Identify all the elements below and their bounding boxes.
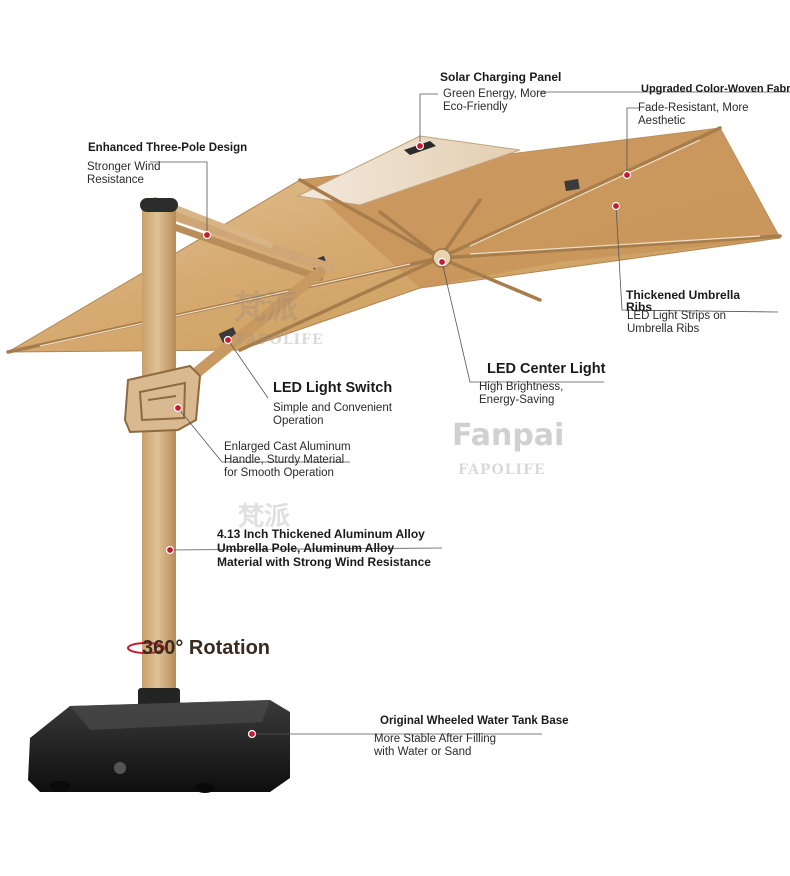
watermark-sub-top: FAPOLIFE: [236, 332, 324, 348]
solar-title: Solar Charging Panel: [440, 70, 562, 84]
solar-desc-2: Eco-Friendly: [443, 101, 508, 113]
base-desc-1: More Stable After Filling: [374, 733, 497, 745]
cast-handle: [123, 364, 202, 434]
pole-desc-1: 4.13 Inch Thickened Aluminum Alloy: [217, 527, 425, 541]
handle-desc-2: Handle, Sturdy Material: [224, 454, 345, 466]
umbrella-pole: [142, 205, 176, 700]
watermark-brand: Fanpai: [452, 418, 565, 453]
fabric-desc-1: Fade-Resistant, More: [638, 102, 749, 114]
watermark-cn-top: 梵派: [234, 288, 299, 326]
led-center-title: LED Center Light: [487, 361, 606, 377]
led-center-desc-1: High Brightness,: [479, 381, 564, 393]
watermark-cn-bottom: 梵派: [238, 502, 291, 532]
handle-desc-3: for Smooth Operation: [224, 467, 334, 479]
base-desc-2: with Water or Sand: [374, 746, 472, 758]
base-title: Original Wheeled Water Tank Base: [380, 715, 569, 727]
ribs-desc-1: LED Light Strips on: [627, 310, 727, 322]
fabric-desc-2: Aesthetic: [638, 115, 686, 127]
ribs-desc-2: Umbrella Ribs: [627, 323, 700, 335]
handle-desc-1: Enlarged Cast Aluminum: [224, 441, 351, 453]
three-pole-desc-1: Stronger Wind: [87, 161, 161, 173]
ribs-title-1: Thickened Umbrella: [626, 288, 741, 302]
leader-lines: [150, 91, 790, 735]
solar-desc-1: Green Energy, More: [443, 88, 547, 100]
pole-desc-2: Umbrella Pole, Aluminum Alloy: [217, 541, 395, 555]
led-center-desc-2: Energy-Saving: [479, 394, 555, 406]
three-pole-desc-2: Resistance: [87, 174, 144, 186]
ribs-title-2: Ribs: [626, 300, 653, 314]
watermark-sub: FAPOLIFE: [458, 462, 546, 478]
led-switch-title: LED Light Switch: [273, 380, 393, 396]
led-switch-desc-1: Simple and Convenient: [273, 402, 392, 414]
rotation-label: 360° Rotation: [142, 637, 271, 659]
pole-desc-3: Material with Strong Wind Resistance: [217, 555, 431, 569]
led-switch-desc-2: Operation: [273, 415, 324, 427]
fabric-title: Upgraded Color-Woven Fabr: [641, 83, 790, 95]
callout-markers: [165, 141, 632, 739]
three-pole-title: Enhanced Three-Pole Design: [88, 142, 248, 154]
